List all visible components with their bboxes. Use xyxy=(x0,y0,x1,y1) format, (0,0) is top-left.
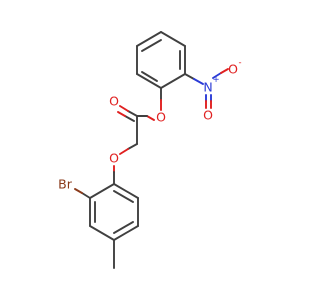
nitro-group: N + O - O xyxy=(184,58,242,123)
ester-oxygen-label: O xyxy=(156,110,166,125)
bond xyxy=(127,110,138,117)
bond xyxy=(160,31,186,47)
bond xyxy=(136,73,162,89)
bond xyxy=(160,73,186,89)
molecule-structure: N + O - O O O O xyxy=(58,31,242,269)
bond xyxy=(124,115,135,122)
nitrogen-charge: + xyxy=(212,75,219,85)
bond xyxy=(113,225,139,241)
double-bond-inner xyxy=(113,190,134,203)
bond xyxy=(119,105,129,112)
bond xyxy=(89,225,115,241)
bond xyxy=(212,72,222,79)
structure-canvas: N + O - O O O O xyxy=(58,31,242,269)
double-bond-inner xyxy=(141,71,158,82)
bromine-label: Br xyxy=(58,177,73,192)
bond xyxy=(127,143,138,150)
bond xyxy=(220,68,229,74)
nitrogen-label: N xyxy=(203,80,212,95)
nitro-oxygen-bottom: O xyxy=(203,108,213,123)
bond xyxy=(193,78,204,85)
bond xyxy=(81,192,91,199)
bromotolyl-ring: Br xyxy=(58,177,139,269)
bond xyxy=(136,31,162,47)
bond xyxy=(119,148,129,155)
bond xyxy=(117,111,126,117)
nitrophenyl-ring xyxy=(136,31,186,89)
ether-oxygen-label: O xyxy=(109,151,119,166)
carbonyl-oxygen-label: O xyxy=(109,94,119,109)
bond xyxy=(113,183,139,199)
bond xyxy=(184,73,195,80)
bond xyxy=(146,115,155,121)
ester-linkage: O O O xyxy=(109,87,166,185)
nitro-oxygen-top: O xyxy=(228,62,238,77)
double-bond-inner xyxy=(113,221,134,234)
bond xyxy=(74,188,83,194)
bond xyxy=(89,183,115,199)
double-bond-inner xyxy=(141,39,162,52)
nitro-oxygen-charge: - xyxy=(238,58,241,68)
